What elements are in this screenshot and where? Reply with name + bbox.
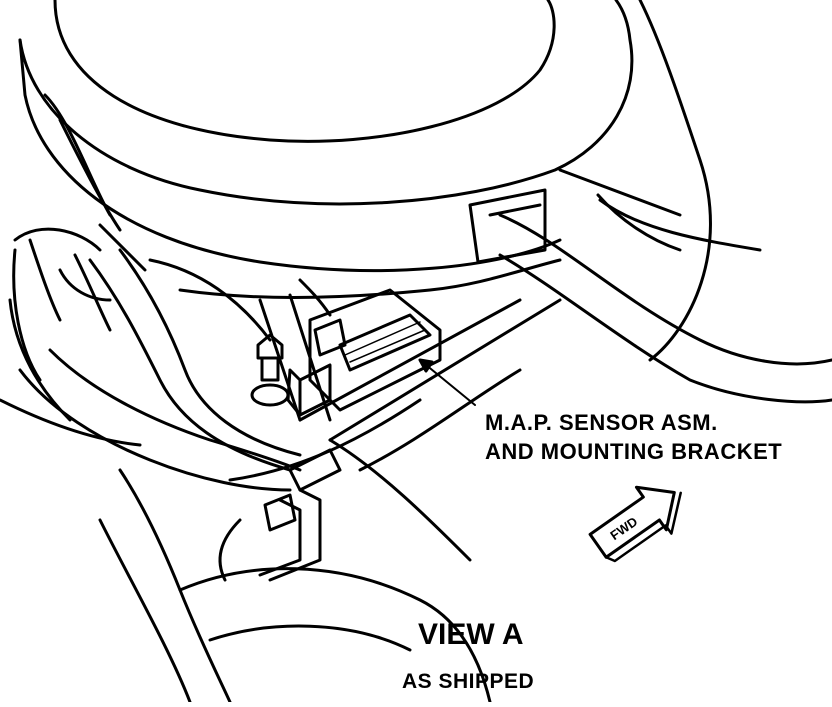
- engine-manifold: [98, 258, 562, 704]
- air-cleaner-housing: [18, 0, 762, 362]
- view-title: VIEW A: [418, 618, 524, 651]
- forward-arrow-icon: FWD: [588, 485, 682, 563]
- spark-plug-wires: [0, 223, 302, 492]
- vacuum-hose: [218, 448, 342, 582]
- callout-label-line2: AND MOUNTING BRACKET: [485, 439, 783, 464]
- view-subtitle: AS SHIPPED: [402, 670, 535, 693]
- callout-leader: [418, 358, 476, 406]
- map-sensor-assembly: [286, 278, 442, 417]
- intake-hose: [468, 188, 832, 404]
- callout-label-line1: M.A.P. SENSOR ASM.: [485, 410, 718, 435]
